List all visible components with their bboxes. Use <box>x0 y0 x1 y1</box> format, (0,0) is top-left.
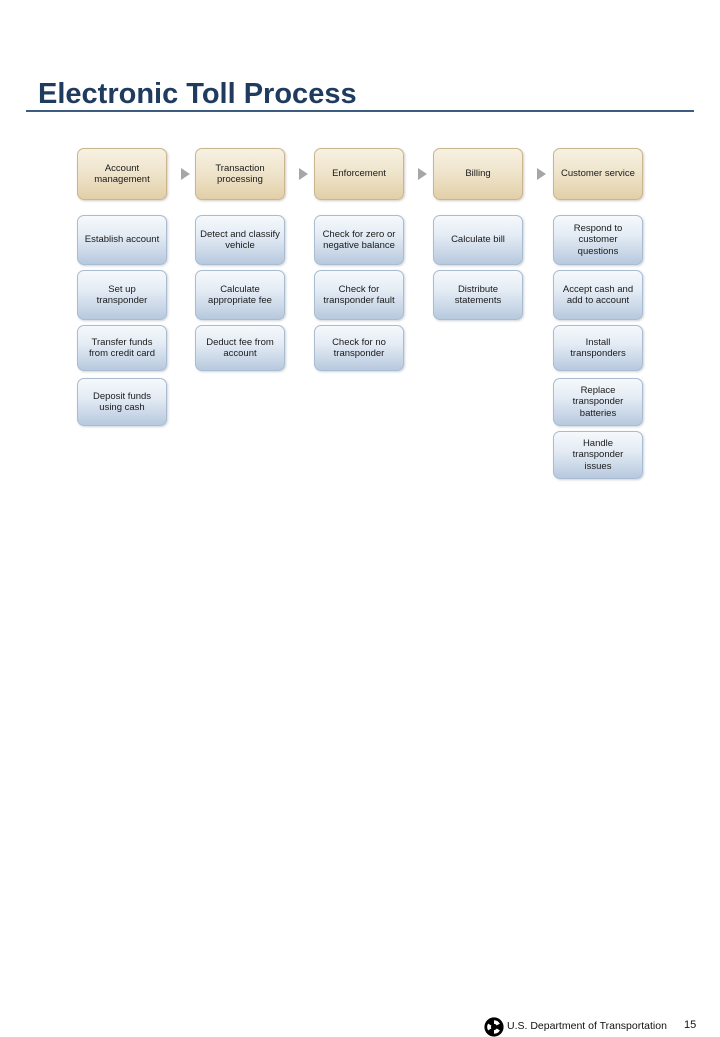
process-task-box[interactable]: Install transponders <box>553 325 643 371</box>
process-task-box[interactable]: Establish account <box>77 215 167 265</box>
process-stage-header[interactable]: Billing <box>433 148 523 200</box>
process-task-box[interactable]: Handle transponder issues <box>553 431 643 479</box>
flow-arrow-icon <box>181 168 190 180</box>
process-task-box[interactable]: Accept cash and add to account <box>553 270 643 320</box>
flow-arrow-icon <box>537 168 546 180</box>
title-divider <box>26 110 694 112</box>
process-task-box[interactable]: Respond to customer questions <box>553 215 643 265</box>
process-task-box[interactable]: Calculate appropriate fee <box>195 270 285 320</box>
process-task-box[interactable]: Set up transponder <box>77 270 167 320</box>
footer-agency-label: U.S. Department of Transportation <box>507 1020 667 1032</box>
process-task-box[interactable]: Deposit funds using cash <box>77 378 167 426</box>
process-task-box[interactable]: Calculate bill <box>433 215 523 265</box>
process-task-box[interactable]: Check for transponder fault <box>314 270 404 320</box>
process-task-box[interactable]: Transfer funds from credit card <box>77 325 167 371</box>
process-stage-header[interactable]: Customer service <box>553 148 643 200</box>
process-stage-header[interactable]: Transaction processing <box>195 148 285 200</box>
process-task-box[interactable]: Distribute statements <box>433 270 523 320</box>
footer: U.S. Department of Transportation 15 <box>0 508 720 1037</box>
page-number: 15 <box>684 1019 697 1031</box>
process-task-box[interactable]: Detect and classify vehicle <box>195 215 285 265</box>
flow-arrow-icon <box>418 168 427 180</box>
flow-arrow-icon <box>299 168 308 180</box>
process-task-box[interactable]: Check for zero or negative balance <box>314 215 404 265</box>
process-task-box[interactable]: Check for no transponder <box>314 325 404 371</box>
process-stage-header[interactable]: Enforcement <box>314 148 404 200</box>
process-stage-header[interactable]: Account management <box>77 148 167 200</box>
page-title: Electronic Toll Process <box>38 78 357 110</box>
process-task-box[interactable]: Replace transponder batteries <box>553 378 643 426</box>
dot-triskelion-logo <box>484 1017 504 1037</box>
process-task-box[interactable]: Deduct fee from account <box>195 325 285 371</box>
